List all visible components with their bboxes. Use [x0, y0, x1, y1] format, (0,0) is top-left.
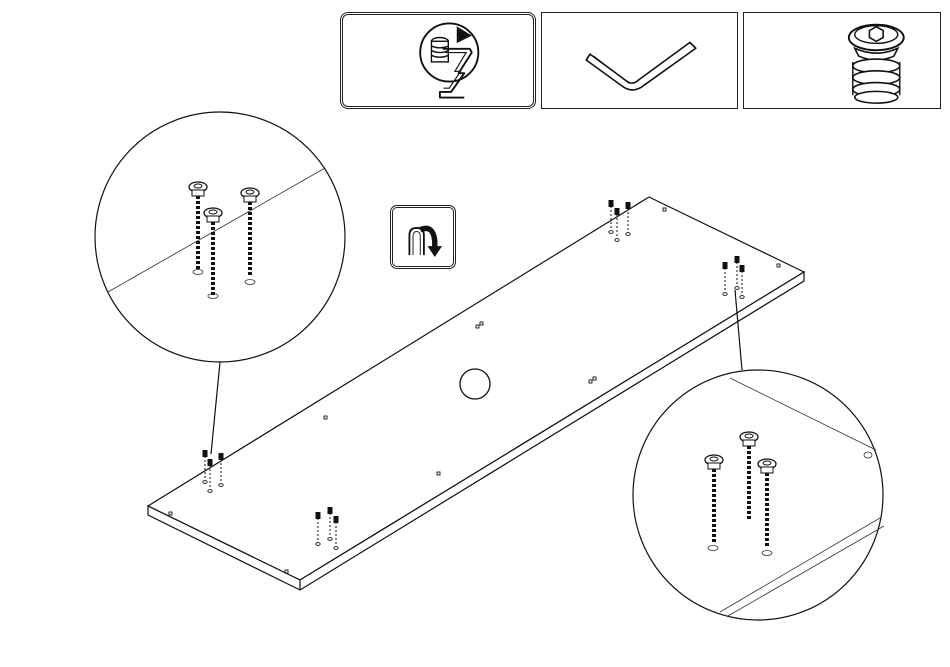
board-hole — [460, 369, 490, 399]
detail-callout-left — [95, 112, 345, 454]
